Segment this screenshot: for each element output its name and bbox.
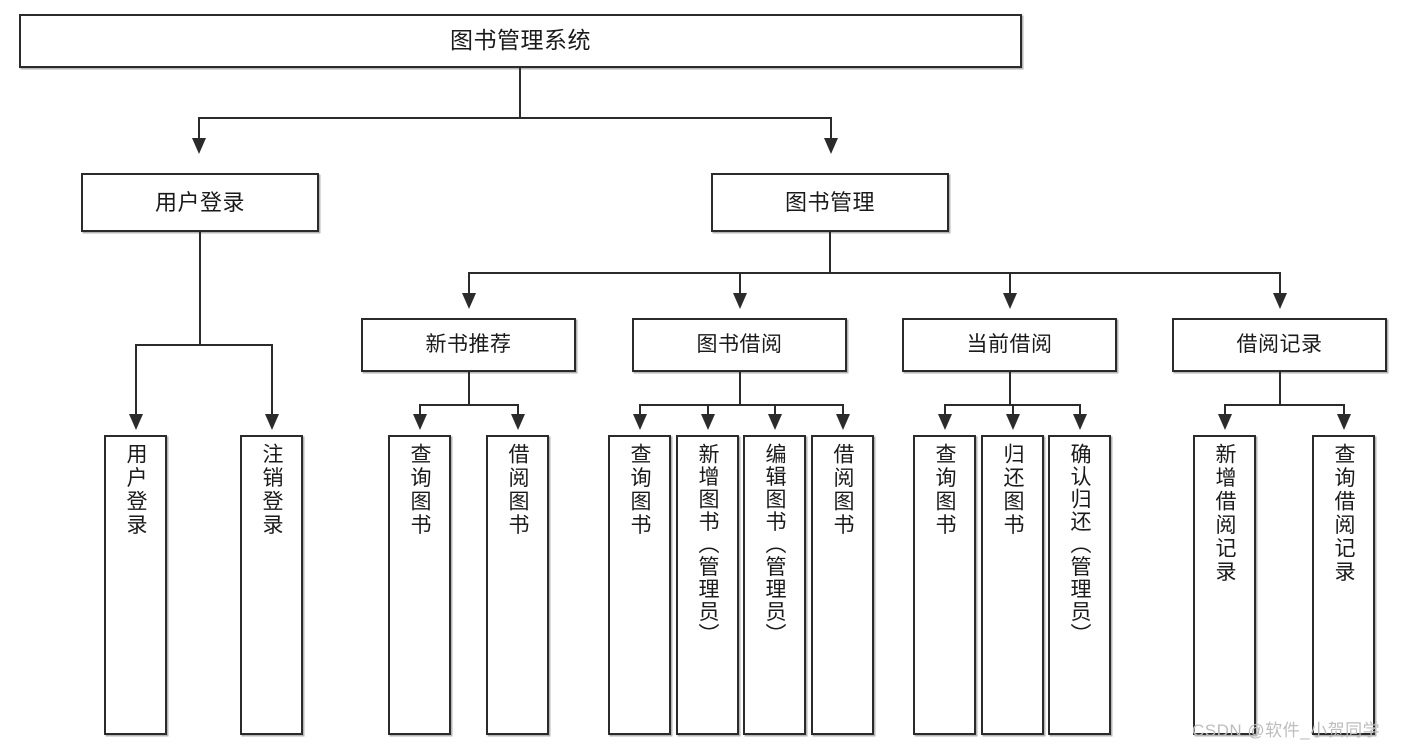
connector-book-mgmt-stem <box>829 232 831 273</box>
connector-current-borrow-child-1 <box>1012 404 1014 416</box>
connector-current-borrow-child-0 <box>944 404 946 416</box>
connector-book-mgmt-child-0 <box>468 272 470 296</box>
leaf-book-borrow-3-label: 借阅图书 <box>831 443 854 537</box>
leaf-current-borrow-1-label: 归还图书 <box>1001 443 1024 537</box>
node-new-book-recommend[interactable]: 新书推荐 <box>361 318 576 372</box>
connector-borrow-record-child-1 <box>1343 404 1345 416</box>
connector-borrow-record-stem <box>1279 372 1281 405</box>
node-book-management-label: 图书管理 <box>784 189 875 215</box>
connector-root-stem <box>519 68 521 118</box>
leaf-current-borrow-0-label: 查询图书 <box>933 443 956 537</box>
leaf-book-borrow-1-label: 新增图书（管理员） <box>696 443 719 646</box>
connector-borrow-record-child-0 <box>1224 404 1226 416</box>
arrowhead-user-login <box>192 138 206 154</box>
connector-current-borrow-child-2 <box>1079 404 1081 416</box>
connector-book-mgmt-child-3 <box>1279 272 1281 296</box>
arrowhead-book-mgmt <box>824 138 838 154</box>
arrowhead-leaf-book-borrow-1 <box>701 414 715 430</box>
node-book-borrow-label: 图书借阅 <box>696 332 783 356</box>
node-new-book-recommend-label: 新书推荐 <box>425 332 512 356</box>
connector-new-book-stem <box>468 372 470 405</box>
connector-root-to-user-login <box>198 117 200 142</box>
leaf-new-book-1[interactable]: 借阅图书 <box>486 435 549 735</box>
connector-borrow-record-bus <box>1224 404 1343 406</box>
leaf-current-borrow-1[interactable]: 归还图书 <box>981 435 1044 735</box>
leaf-user-login-1-label: 注销登录 <box>260 443 283 537</box>
leaf-borrow-record-1-label: 查询借阅记录 <box>1332 443 1355 584</box>
connector-book-mgmt-child-2 <box>1009 272 1011 296</box>
node-user-login-label: 用户登录 <box>154 189 245 215</box>
arrowhead-leaf-new-book-0 <box>413 414 427 430</box>
connector-book-borrow-child-0 <box>639 404 641 416</box>
leaf-user-login-0-label: 用户登录 <box>124 443 147 537</box>
arrowhead-leaf-borrow-record-1 <box>1337 414 1351 430</box>
arrowhead-leaf-user-login-0 <box>129 414 143 430</box>
connector-current-borrow-stem <box>1009 372 1011 405</box>
node-root[interactable]: 图书管理系统 <box>19 14 1022 68</box>
leaf-current-borrow-2-label: 确认归还（管理员） <box>1068 443 1091 646</box>
arrowhead-leaf-user-login-1 <box>265 414 279 430</box>
connector-book-borrow-bus <box>639 404 844 406</box>
connector-book-mgmt-child-1 <box>739 272 741 296</box>
node-book-borrow[interactable]: 图书借阅 <box>632 318 847 372</box>
leaf-book-borrow-0[interactable]: 查询图书 <box>608 435 671 735</box>
arrowhead-level2-0 <box>462 293 476 309</box>
arrowhead-leaf-book-borrow-2 <box>768 414 782 430</box>
node-current-borrow-label: 当前借阅 <box>966 332 1053 356</box>
watermark: CSDN @软件_小贺同学 <box>1192 721 1381 740</box>
connector-book-borrow-child-2 <box>774 404 776 416</box>
leaf-borrow-record-0[interactable]: 新增借阅记录 <box>1193 435 1256 735</box>
connector-new-book-child-0 <box>419 404 421 416</box>
connector-user-login-child-1 <box>271 344 273 416</box>
leaf-user-login-1[interactable]: 注销登录 <box>240 435 303 735</box>
connector-book-mgmt-bus <box>468 272 1280 274</box>
leaf-user-login-0[interactable]: 用户登录 <box>104 435 167 735</box>
connector-new-book-bus <box>419 404 517 406</box>
connector-book-borrow-child-1 <box>707 404 709 416</box>
connector-user-login-child-0 <box>135 344 137 416</box>
arrowhead-leaf-current-borrow-2 <box>1073 414 1087 430</box>
arrowhead-level2-2 <box>1003 293 1017 309</box>
leaf-borrow-record-0-label: 新增借阅记录 <box>1213 443 1236 584</box>
connector-book-borrow-stem <box>739 372 741 405</box>
leaf-book-borrow-2-label: 编辑图书（管理员） <box>763 443 786 646</box>
arrowhead-leaf-book-borrow-0 <box>633 414 647 430</box>
arrowhead-level2-1 <box>733 293 747 309</box>
node-current-borrow[interactable]: 当前借阅 <box>902 318 1117 372</box>
node-user-login[interactable]: 用户登录 <box>81 173 319 232</box>
leaf-book-borrow-1[interactable]: 新增图书（管理员） <box>676 435 739 735</box>
arrowhead-leaf-book-borrow-3 <box>836 414 850 430</box>
connector-root-to-book-mgmt <box>830 117 832 142</box>
node-borrow-record[interactable]: 借阅记录 <box>1172 318 1387 372</box>
connector-root-bus <box>198 117 832 119</box>
arrowhead-leaf-current-borrow-1 <box>1006 414 1020 430</box>
leaf-borrow-record-1[interactable]: 查询借阅记录 <box>1312 435 1375 735</box>
arrowhead-level2-3 <box>1273 293 1287 309</box>
connector-user-login-stem <box>199 232 201 345</box>
leaf-book-borrow-2[interactable]: 编辑图书（管理员） <box>743 435 806 735</box>
leaf-new-book-1-label: 借阅图书 <box>506 443 529 537</box>
leaf-current-borrow-0[interactable]: 查询图书 <box>913 435 976 735</box>
arrowhead-leaf-new-book-1 <box>511 414 525 430</box>
arrowhead-leaf-borrow-record-0 <box>1218 414 1232 430</box>
connector-book-borrow-child-3 <box>842 404 844 416</box>
leaf-current-borrow-2[interactable]: 确认归还（管理员） <box>1048 435 1111 735</box>
leaf-book-borrow-3[interactable]: 借阅图书 <box>811 435 874 735</box>
node-book-management[interactable]: 图书管理 <box>711 173 949 232</box>
node-root-label: 图书管理系统 <box>450 27 591 54</box>
leaf-new-book-0-label: 查询图书 <box>408 443 431 537</box>
leaf-book-borrow-0-label: 查询图书 <box>628 443 651 537</box>
arrowhead-leaf-current-borrow-0 <box>938 414 952 430</box>
connector-user-login-bus <box>135 344 271 346</box>
node-borrow-record-label: 借阅记录 <box>1236 332 1323 356</box>
connector-new-book-child-1 <box>517 404 519 416</box>
leaf-new-book-0[interactable]: 查询图书 <box>388 435 451 735</box>
